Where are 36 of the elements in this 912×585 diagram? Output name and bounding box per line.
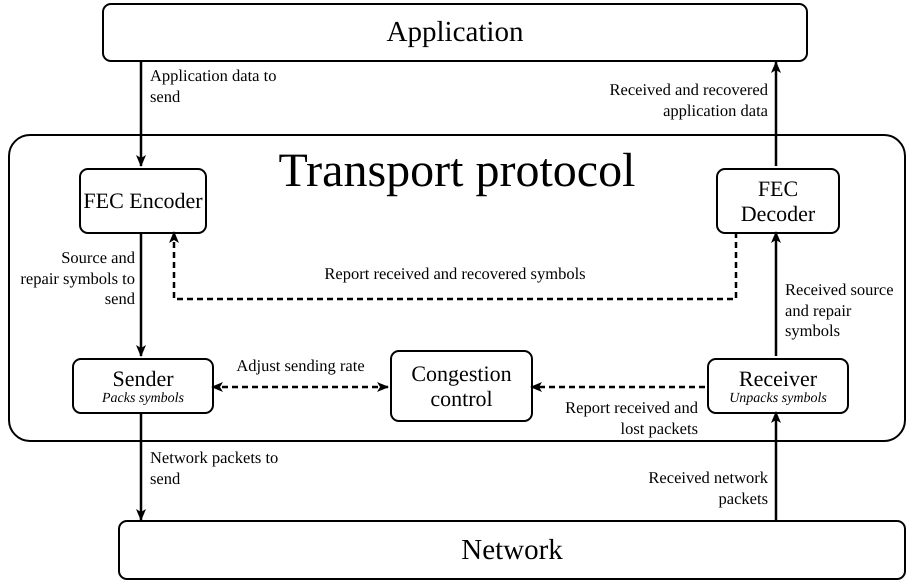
layer-box	[102, 3, 808, 62]
edge-label: Report received and recovered symbols	[323, 264, 587, 285]
node-title: FEC Decoder	[740, 176, 816, 226]
arrow	[771, 231, 781, 356]
node-title: Congestion control	[410, 360, 513, 412]
node-title: Transport protocol	[278, 143, 636, 199]
process-box	[390, 350, 533, 422]
node-title: Network	[461, 532, 563, 568]
edge-label: Application data to send	[150, 66, 278, 108]
arrow	[771, 411, 781, 520]
node-title: Application	[386, 15, 524, 50]
layer-box	[118, 520, 906, 580]
edge-label: Source and repair symbols to send	[20, 248, 135, 310]
edge-label: Adjust sending rate	[235, 356, 366, 377]
edge-label: Network packets to send	[150, 448, 280, 490]
protocol-container	[8, 134, 906, 442]
node-subtitle: Packs symbols	[102, 390, 184, 406]
arrow	[136, 232, 146, 357]
arrow	[530, 382, 705, 392]
process-box	[79, 168, 207, 234]
arrow	[211, 382, 389, 392]
node-title: FEC Encoder	[83, 188, 203, 214]
arrow	[169, 231, 738, 300]
node-subtitle: Unpacks symbols	[729, 390, 827, 406]
edge-label: Received source and repair symbols	[785, 280, 895, 342]
process-box	[716, 168, 840, 234]
edge-label: Received and recovered application data	[608, 80, 768, 122]
arrow	[136, 412, 146, 521]
edge-label: Report received and lost packets	[564, 398, 698, 440]
node-title: Receiver	[738, 366, 818, 391]
node-title: Sender	[112, 366, 174, 391]
process-box	[72, 358, 214, 414]
edge-label: Received network packets	[647, 468, 768, 510]
arrow	[771, 61, 781, 166]
arrow	[136, 62, 146, 167]
process-box	[707, 358, 849, 414]
